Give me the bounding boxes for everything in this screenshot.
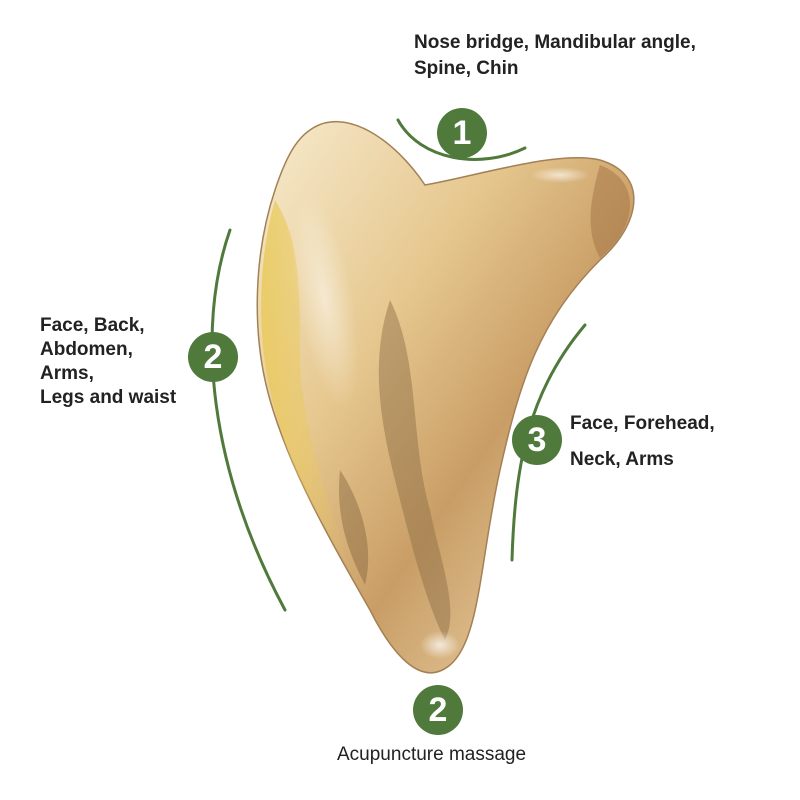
zone-3-label: Face, Forehead, Neck, Arms <box>570 406 715 478</box>
guide-arc-left <box>210 228 287 612</box>
stone-highlight <box>291 191 359 409</box>
stone-body <box>256 120 635 674</box>
gua-sha-stone <box>256 120 635 674</box>
zone-3-line-1: Face, Forehead, <box>570 413 715 434</box>
stone-dark-vein <box>378 300 451 640</box>
zone-1-line-2: Spine, Chin <box>414 58 519 79</box>
zone-2-line-3: Arms, <box>40 363 94 384</box>
stone-highlight-top <box>530 167 590 183</box>
zone-tip-line-1: Acupuncture massage <box>337 744 527 765</box>
zone-3-line-2: Neck, Arms <box>570 449 674 470</box>
zone-tip-badge: 2 <box>413 685 463 735</box>
stone-yellow-band <box>261 200 350 570</box>
zone-2-line-2: Abdomen, <box>40 339 133 360</box>
stone-highlight-tip <box>420 631 460 659</box>
zone-3-badge: 3 <box>512 415 562 465</box>
zone-tip-label: Acupuncture massage <box>337 742 526 768</box>
zone-2-badge: 2 <box>188 332 238 382</box>
zone-1-line-1: Nose bridge, Mandibular angle, <box>414 32 696 53</box>
zone-2-line-4: Legs and waist <box>40 387 177 408</box>
zone-2-line-1: Face, Back, <box>40 315 145 336</box>
zone-1-label: Nose bridge, Mandibular angle, Spine, Ch… <box>414 30 696 82</box>
zone-2-label: Face, Back, Abdomen, Arms, Legs and wais… <box>40 314 176 410</box>
guide-arc-top <box>396 118 527 161</box>
stone-brown-edge <box>590 165 630 258</box>
stone-dark-vein-2 <box>339 470 369 585</box>
zone-1-badge: 1 <box>437 108 487 158</box>
